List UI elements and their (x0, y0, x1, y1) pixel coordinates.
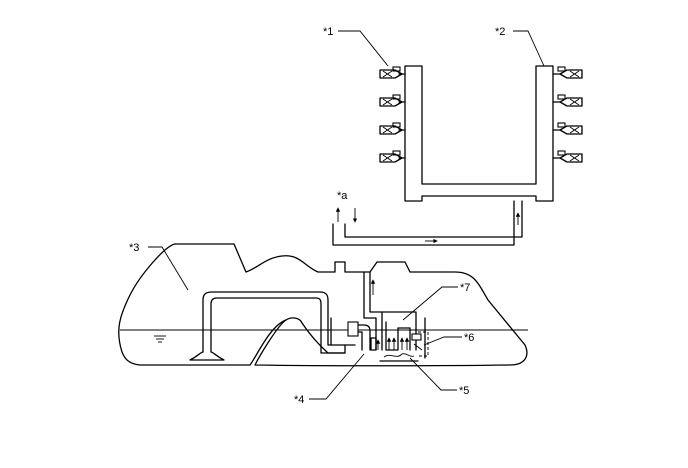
callout-7: *7 (460, 282, 470, 294)
fuel-delivery-pipe-assembly (404, 65, 554, 202)
leader-lines (148, 30, 545, 400)
fuel-injectors-left-bank (379, 66, 406, 163)
callout-2: *2 (495, 26, 505, 38)
flow-arrows-a (335, 207, 358, 223)
fuel-pump-module (330, 271, 429, 362)
callout-4: *4 (294, 394, 304, 406)
fuel-injectors-right-bank (552, 66, 583, 163)
callout-1: *1 (323, 26, 333, 38)
callout-a: *a (337, 190, 348, 202)
fuel-level (120, 329, 528, 343)
fuel-main-line (332, 200, 523, 246)
callout-3: *3 (129, 242, 139, 254)
fuel-tank (118, 243, 528, 367)
callout-5: *5 (459, 385, 469, 397)
callout-6: *6 (464, 332, 474, 344)
jet-pump-suction-pipe (189, 291, 356, 361)
